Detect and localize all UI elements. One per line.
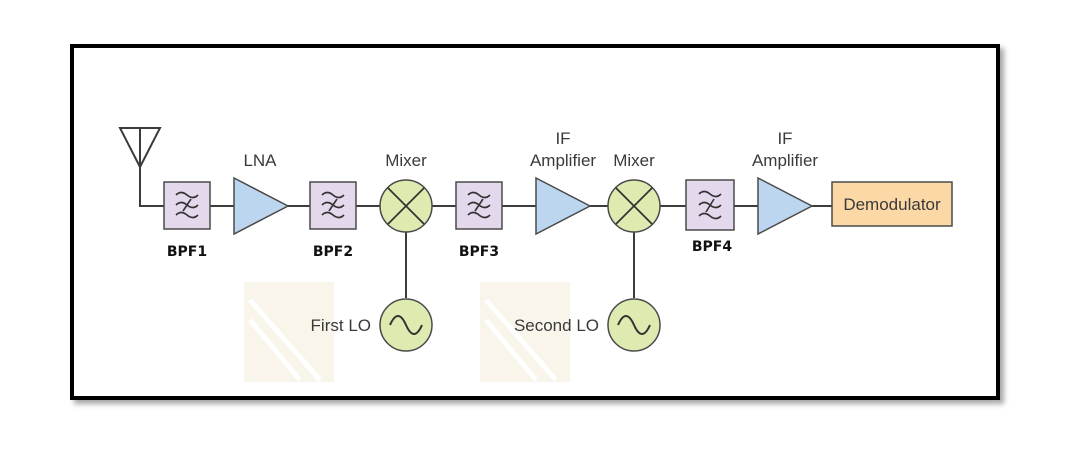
bpf3-label: BPF3 bbox=[459, 244, 499, 260]
mixer1-label: Mixer bbox=[385, 151, 427, 170]
filter-icon bbox=[175, 191, 199, 219]
bpf4-label: BPF4 bbox=[692, 239, 732, 255]
second-lo-block: Second LO bbox=[514, 298, 661, 352]
filter-icon bbox=[467, 191, 491, 219]
sine-wave-icon bbox=[389, 315, 423, 335]
bpf1-label: BPF1 bbox=[167, 244, 207, 260]
bpf3-block: BPF3 bbox=[455, 181, 503, 260]
second-lo-label: Second LO bbox=[514, 316, 599, 335]
mixer2-block: Mixer bbox=[607, 151, 661, 233]
filter-icon bbox=[698, 190, 722, 220]
lna-label: LNA bbox=[243, 151, 277, 170]
sine-wave-icon bbox=[617, 315, 651, 335]
bpf1-block: BPF1 bbox=[163, 181, 211, 260]
mixer2-label: Mixer bbox=[613, 151, 655, 170]
bpf2-label: BPF2 bbox=[313, 244, 353, 260]
mixer1-block: Mixer bbox=[379, 151, 433, 233]
signal-wires bbox=[139, 167, 832, 298]
if-amplifier2-label-line1: IF bbox=[777, 129, 792, 148]
mixer-cross-icon bbox=[615, 187, 653, 225]
first-lo-block: First LO bbox=[311, 298, 433, 352]
demodulator-block: Demodulator bbox=[831, 181, 953, 227]
antenna-icon bbox=[118, 127, 162, 170]
mixer-cross-icon bbox=[387, 187, 425, 225]
bpf2-block: BPF2 bbox=[309, 181, 357, 260]
filter-icon bbox=[321, 191, 345, 219]
if-amplifier1-label-line1: IF bbox=[555, 129, 570, 148]
if-amplifier2-label-line2: Amplifier bbox=[752, 151, 818, 170]
if-amplifier2-block: IF Amplifier bbox=[752, 129, 818, 236]
if-amplifier1-block: IF Amplifier bbox=[530, 129, 596, 236]
watermark bbox=[244, 282, 570, 382]
if-amplifier1-label-line2: Amplifier bbox=[530, 151, 596, 170]
bpf4-block: BPF4 bbox=[685, 179, 735, 255]
demodulator-label: Demodulator bbox=[843, 195, 941, 214]
lna-block: LNA bbox=[233, 151, 290, 236]
first-lo-label: First LO bbox=[311, 316, 371, 335]
